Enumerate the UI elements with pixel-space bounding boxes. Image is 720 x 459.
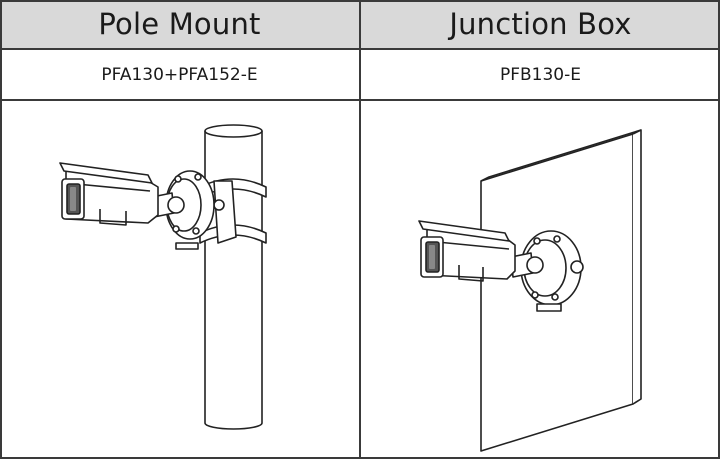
pole-mount-model: PFA130+PFA152-E	[0, 50, 359, 99]
junction-box-drawing	[418, 129, 642, 452]
pole-mount-illustration	[0, 101, 359, 459]
junction-box-header: Junction Box	[361, 0, 720, 48]
table-divider-columns	[359, 0, 361, 459]
junction-box-model: PFB130-E	[361, 50, 720, 99]
pole-mount-header: Pole Mount	[0, 0, 359, 48]
table-border-right	[718, 0, 720, 459]
junction-box-illustration	[361, 101, 720, 459]
table-border-left	[0, 0, 2, 459]
pole-mount-drawing	[59, 124, 267, 430]
